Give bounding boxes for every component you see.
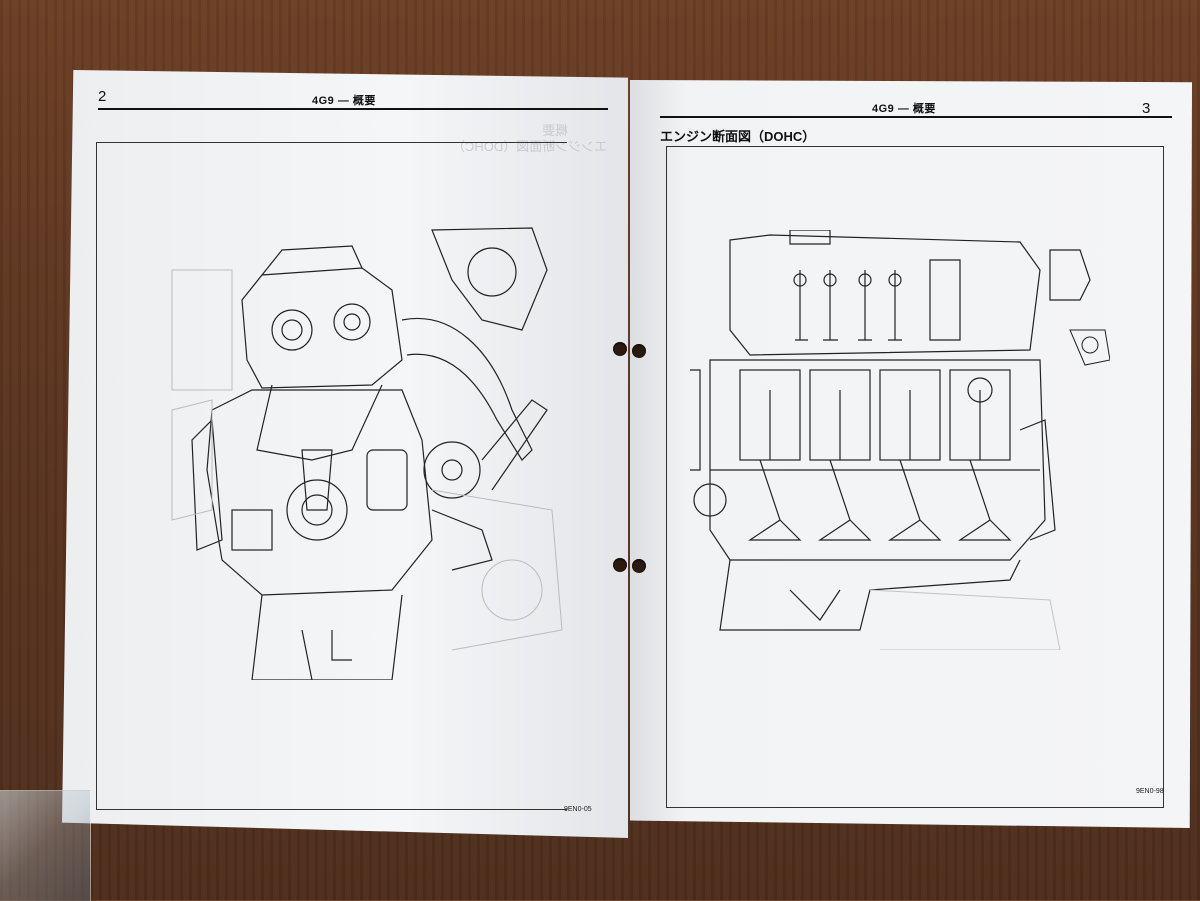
binder-hole — [613, 342, 627, 356]
binder-hole — [632, 559, 646, 573]
page-number: 2 — [98, 88, 107, 105]
right-page: 4G9 — 概要 3 エンジン断面図（DOHC） 9EN0-98 — [630, 80, 1192, 828]
header-title: 4G9 — 概要 — [312, 95, 376, 107]
section-title: エンジン断面図（DOHC） — [660, 129, 816, 144]
header-title: 4G9 — 概要 — [872, 103, 936, 115]
left-page: 2 4G9 — 概要 概要 エンジン断面図（DOHC） 9EN0-05 — [62, 70, 628, 838]
binder-hole — [632, 344, 646, 358]
binder-hole — [613, 558, 627, 572]
glass-paperweight — [0, 790, 91, 901]
page-number: 3 — [1142, 100, 1151, 117]
engine-side-section-drawing — [171, 227, 563, 680]
content-frame — [96, 142, 567, 810]
content-frame — [666, 146, 1164, 808]
header-rule — [98, 108, 608, 110]
footer-code: 9EN0-98 — [1136, 788, 1164, 795]
engine-front-section-drawing — [690, 230, 1110, 650]
header-rule — [660, 116, 1172, 118]
footer-code: 9EN0-05 — [564, 806, 592, 813]
